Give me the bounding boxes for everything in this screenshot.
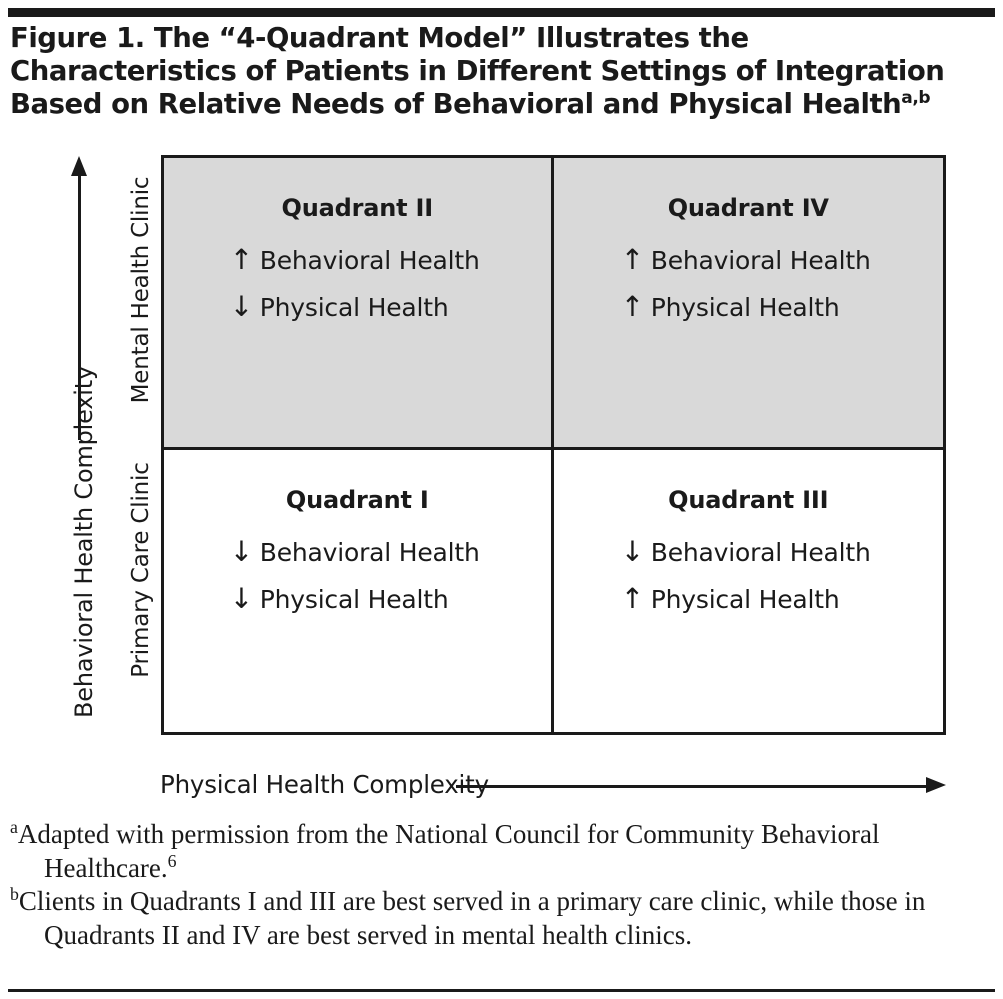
quadrant-title: Quadrant III bbox=[668, 486, 829, 514]
figure-title-superscript: a,b bbox=[901, 87, 931, 108]
footnote-b: bClients in Quadrants I and III are best… bbox=[10, 885, 990, 952]
quadrant-line-text: Behavioral Health bbox=[259, 538, 480, 567]
quadrant-cell-top-right: Quadrant IV ↑ Behavioral Health ↑ Physic… bbox=[553, 158, 944, 450]
x-axis-label: Physical Health Complexity bbox=[160, 770, 489, 799]
quadrant-line: ↑ Behavioral Health bbox=[229, 243, 485, 276]
row-label-primary-care-clinic: Primary Care Clinic bbox=[128, 462, 154, 678]
quadrant-cell-bottom-right: Quadrant III ↓ Behavioral Health ↑ Physi… bbox=[554, 450, 944, 732]
quadrant-line-text: Behavioral Health bbox=[650, 538, 871, 567]
footnote-text: Adapted with permission from the Nationa… bbox=[17, 819, 880, 883]
quadrant-title: Quadrant I bbox=[285, 486, 429, 514]
quadrant-lines: ↑ Behavioral Health ↓ Physical Health bbox=[164, 246, 551, 340]
y-axis-label: Behavioral Health Complexity bbox=[70, 366, 98, 718]
arrow-down-icon: ↓ bbox=[229, 535, 254, 568]
footnote-reference: 6 bbox=[167, 850, 177, 871]
quadrant-lines: ↓ Behavioral Health ↓ Physical Health bbox=[164, 538, 551, 632]
quadrant-title: Quadrant IV bbox=[667, 194, 829, 222]
footnote-text: Clients in Quadrants I and III are best … bbox=[18, 886, 926, 950]
arrow-up-icon: ↑ bbox=[620, 582, 645, 615]
quadrant-line-text: Physical Health bbox=[259, 293, 449, 322]
quadrant-cell-bottom-left: Quadrant I ↓ Behavioral Health ↓ Physica… bbox=[164, 450, 554, 732]
quadrant-line: ↓ Behavioral Health bbox=[620, 535, 876, 568]
arrow-up-icon: ↑ bbox=[620, 290, 645, 323]
quadrant-line: ↓ Physical Health bbox=[229, 582, 485, 615]
quadrant-line-text: Physical Health bbox=[650, 585, 840, 614]
footnote-marker: b bbox=[10, 884, 19, 904]
quadrant-line: ↑ Physical Health bbox=[620, 582, 876, 615]
arrow-up-icon bbox=[71, 156, 87, 176]
quadrant-line: ↓ Physical Health bbox=[229, 290, 485, 323]
quadrant-line: ↑ Behavioral Health bbox=[620, 243, 876, 276]
quadrant-matrix: Quadrant II ↑ Behavioral Health ↓ Physic… bbox=[161, 155, 946, 735]
arrow-down-icon: ↓ bbox=[229, 290, 254, 323]
arrow-up-icon: ↑ bbox=[620, 243, 645, 276]
footnotes: aAdapted with permission from the Nation… bbox=[10, 818, 990, 952]
arrow-right-icon bbox=[926, 776, 946, 793]
row-label-mental-health-clinic: Mental Health Clinic bbox=[128, 176, 154, 404]
quadrant-lines: ↑ Behavioral Health ↑ Physical Health bbox=[554, 246, 944, 340]
top-rule bbox=[8, 8, 995, 17]
figure-title-line-2: Characteristics of Patients in Different… bbox=[10, 55, 945, 87]
figure-title: Figure 1. The “4-Quadrant Model” Illustr… bbox=[10, 22, 985, 121]
footnote-a: aAdapted with permission from the Nation… bbox=[10, 818, 990, 885]
quadrant-line-text: Behavioral Health bbox=[259, 246, 480, 275]
quadrant-line-text: Physical Health bbox=[650, 293, 840, 322]
x-axis: Physical Health Complexity bbox=[160, 770, 950, 810]
quadrant-line-text: Physical Health bbox=[259, 585, 449, 614]
figure-title-line-1: Figure 1. The “4-Quadrant Model” Illustr… bbox=[10, 22, 749, 54]
quadrant-lines: ↓ Behavioral Health ↑ Physical Health bbox=[554, 538, 944, 632]
arrow-up-icon: ↑ bbox=[229, 243, 254, 276]
y-axis: Behavioral Health Complexity bbox=[52, 150, 104, 750]
arrow-down-icon: ↓ bbox=[229, 582, 254, 615]
figure-title-line-3: Based on Relative Needs of Behavioral an… bbox=[10, 88, 902, 120]
quadrant-cell-top-left: Quadrant II ↑ Behavioral Health ↓ Physic… bbox=[164, 158, 554, 450]
quadrant-line-text: Behavioral Health bbox=[650, 246, 871, 275]
bottom-rule bbox=[8, 989, 995, 992]
x-axis-arrow-line bbox=[456, 785, 932, 788]
quadrant-title: Quadrant II bbox=[281, 194, 434, 222]
quadrant-line: ↑ Physical Health bbox=[620, 290, 876, 323]
footnote-marker: a bbox=[10, 817, 18, 837]
y-axis-arrow-line bbox=[78, 170, 81, 440]
arrow-down-icon: ↓ bbox=[620, 535, 645, 568]
quadrant-line: ↓ Behavioral Health bbox=[229, 535, 485, 568]
